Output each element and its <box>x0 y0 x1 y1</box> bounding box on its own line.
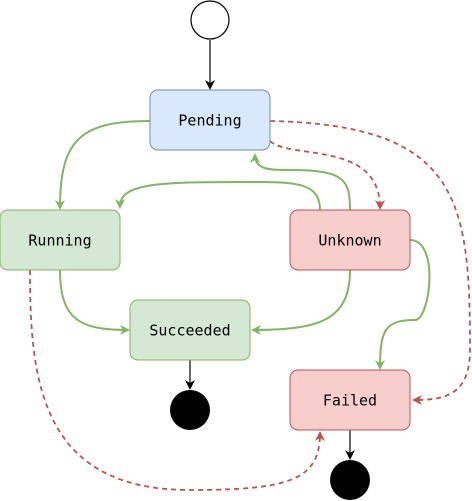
state-node-running: Running <box>0 209 121 271</box>
state-label-unknown: Unknown <box>318 232 381 250</box>
state-label-failed: Failed <box>323 392 377 410</box>
state-node-pending: Pending <box>149 89 271 151</box>
edge-pending-to-unknown <box>269 140 385 210</box>
edge-running-to-succeeded <box>59 269 130 335</box>
edge-pending-to-running <box>55 120 151 210</box>
state-node-succeeded: Succeeded <box>129 299 251 361</box>
state-label-pending: Pending <box>178 112 241 130</box>
state-node-failed: Failed <box>289 369 411 431</box>
initial-state-node <box>190 0 230 40</box>
edge-unknown-to-running <box>115 180 321 211</box>
state-box-failed <box>289 369 411 431</box>
state-box-pending <box>149 89 271 151</box>
edge-running-to-failed <box>29 269 325 491</box>
state-box-unknown <box>289 209 411 271</box>
final-state-node-failed <box>330 460 370 500</box>
state-box-running <box>0 209 121 271</box>
state-label-succeeded: Succeeded <box>149 322 230 340</box>
state-node-unknown: Unknown <box>289 209 411 271</box>
state-label-running: Running <box>28 232 91 250</box>
transitions <box>29 40 471 491</box>
state-box-succeeded <box>129 299 251 361</box>
edge-unknown-to-failed <box>375 239 431 370</box>
edge-unknown-to-pending <box>250 153 351 211</box>
edge-pending-to-failed <box>269 120 471 405</box>
edge-unknown-to-succeeded <box>251 269 351 335</box>
final-state-node-succeeded <box>170 390 210 430</box>
